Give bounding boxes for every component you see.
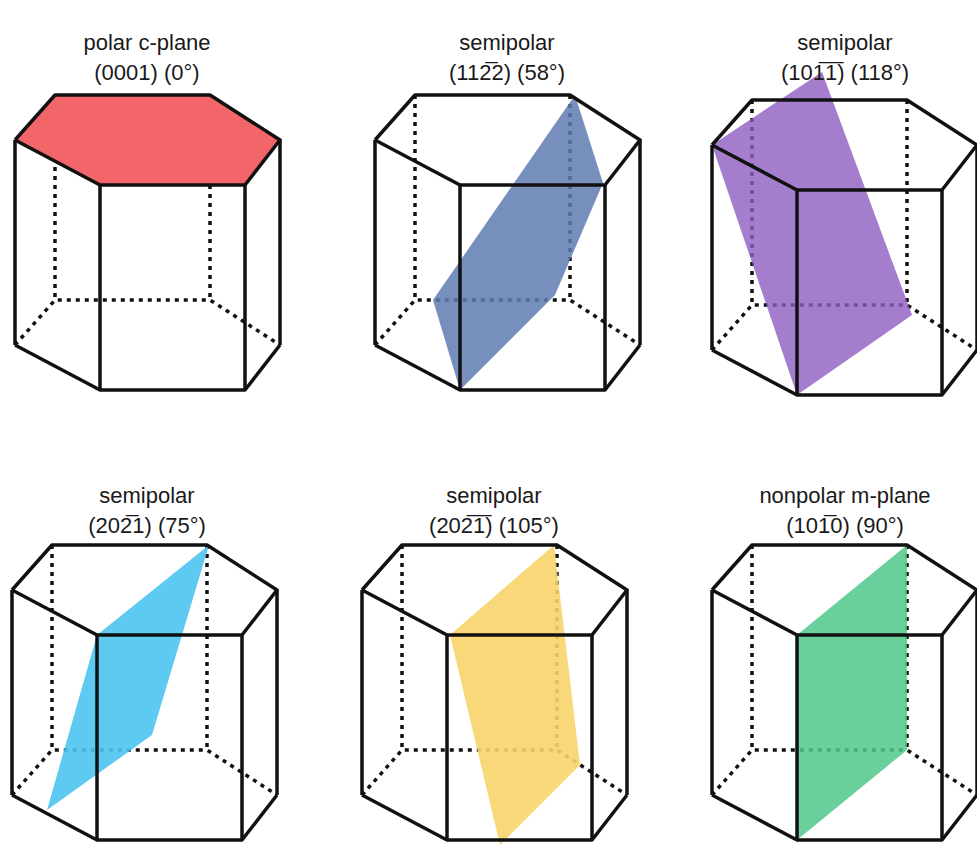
crystal-plane xyxy=(797,545,907,840)
prism-edge xyxy=(243,185,247,390)
prism-edge xyxy=(278,140,282,345)
prism-edge xyxy=(940,190,944,395)
plane-label: (112̅2) (58°) xyxy=(449,60,565,86)
plane-label: (101̅0) (90°) xyxy=(786,513,904,539)
hidden-edge xyxy=(15,300,280,345)
prism-edge xyxy=(275,590,279,795)
prism-edge xyxy=(362,795,627,840)
crystal-plane xyxy=(47,545,209,810)
hexagonal-prism xyxy=(15,95,280,390)
prism-edge xyxy=(373,140,377,345)
prism-edge xyxy=(458,185,462,390)
prism-edge xyxy=(795,635,799,840)
plane-label: nonpolar m-plane xyxy=(759,483,930,509)
plane-label: (202̅1̅) (105°) xyxy=(429,513,559,539)
plane-label: (0001) (0°) xyxy=(94,60,199,86)
prism-edge xyxy=(710,145,714,350)
plane-label: polar c-plane xyxy=(83,30,210,56)
prism-edge xyxy=(638,140,642,345)
hidden-edge xyxy=(400,545,404,750)
prism-edge xyxy=(712,795,977,840)
hexagonal-prism xyxy=(362,545,627,845)
hexagonal-prism xyxy=(712,545,977,840)
prism-edge xyxy=(10,590,14,795)
hidden-edge xyxy=(12,750,277,795)
prism-edge xyxy=(375,95,640,185)
prism-edge xyxy=(360,590,364,795)
crystal-plane xyxy=(433,95,603,390)
prism-edge xyxy=(13,140,17,345)
prism-edge xyxy=(625,590,629,795)
hidden-edge xyxy=(413,95,417,300)
plane-label: (101̅1̅) (118°) xyxy=(781,60,909,86)
plane-label: semipolar xyxy=(459,30,554,56)
prism-edge xyxy=(795,190,799,395)
prism-edge xyxy=(445,635,449,840)
prism-edge xyxy=(240,635,244,840)
hidden-edge xyxy=(50,545,54,750)
plane-label: semipolar xyxy=(797,30,892,56)
prism-edge xyxy=(603,185,607,390)
hidden-edge xyxy=(905,100,909,305)
plane-label: (202̅1) (75°) xyxy=(88,513,206,539)
prism-edge xyxy=(710,590,714,795)
prism-edge xyxy=(12,545,277,635)
prism-edge xyxy=(975,590,977,795)
hidden-edge xyxy=(750,545,754,750)
prism-edge xyxy=(15,345,280,390)
prism-edge xyxy=(15,95,280,185)
prism-edge xyxy=(712,100,977,190)
crystal-plane xyxy=(712,72,912,395)
plane-label: semipolar xyxy=(99,483,194,509)
hexagonal-prism xyxy=(375,95,640,390)
prism-edge xyxy=(975,145,977,350)
hidden-edge xyxy=(205,545,209,750)
crystal-plane xyxy=(450,545,580,845)
hexagonal-prism xyxy=(712,72,977,395)
prism-edge xyxy=(362,545,627,635)
prism-edge xyxy=(712,545,977,635)
prism-edge xyxy=(590,635,594,840)
prism-edge xyxy=(940,635,944,840)
prism-edge xyxy=(95,635,99,840)
plane-label: semipolar xyxy=(446,483,541,509)
crystal-plane xyxy=(15,95,280,185)
prism-edge xyxy=(375,345,640,390)
prism-edge xyxy=(712,350,977,395)
hexagonal-prism xyxy=(12,545,277,840)
prism-edge xyxy=(98,185,102,390)
prism-edge xyxy=(12,795,277,840)
